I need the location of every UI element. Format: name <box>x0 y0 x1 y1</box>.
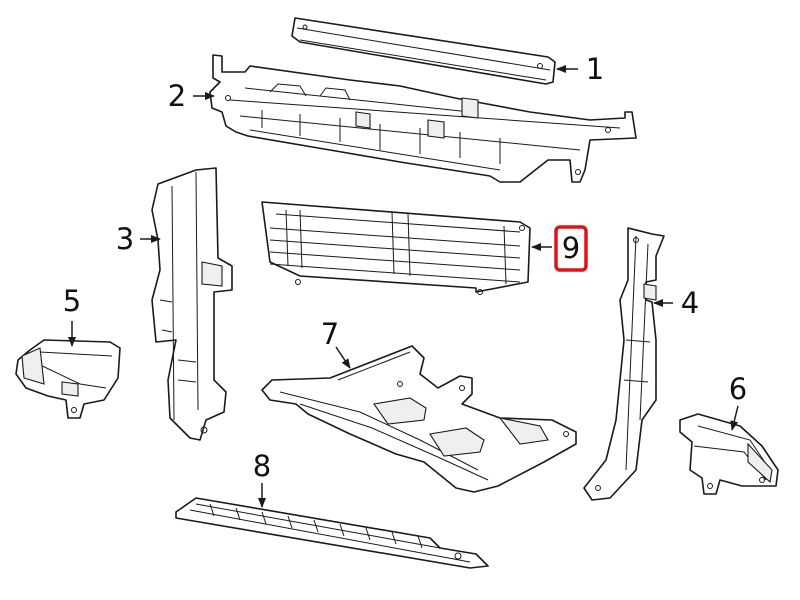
callout-1[interactable]: 1 <box>586 52 604 86</box>
callout-5[interactable]: 5 <box>63 284 81 318</box>
part-3-left-deflector[interactable] <box>151 167 233 441</box>
part-6-right-duct[interactable] <box>679 413 779 495</box>
leader-lines <box>68 65 739 508</box>
callout-8[interactable]: 8 <box>253 449 271 483</box>
callout-7[interactable]: 7 <box>321 317 339 351</box>
part-8-lower-deflector[interactable] <box>175 497 489 569</box>
part-9-shutter-panel[interactable] <box>261 201 531 295</box>
callout-9[interactable]: 9 <box>562 231 580 265</box>
callout-3[interactable]: 3 <box>116 222 134 256</box>
callout-6[interactable]: 6 <box>729 372 747 406</box>
part-2-upper-bracket[interactable] <box>209 54 637 183</box>
leader-7 <box>335 346 351 369</box>
part-4-right-deflector[interactable] <box>583 227 665 501</box>
highlight-box-callout-9 <box>554 225 588 272</box>
part-7-belly-pan[interactable] <box>261 345 577 493</box>
callout-2[interactable]: 2 <box>168 79 186 113</box>
leader-6 <box>730 405 739 431</box>
part-1-upper-rail[interactable] <box>291 17 556 85</box>
callout-labels: 1 2 3 4 5 6 7 8 9 <box>63 52 747 483</box>
callout-4[interactable]: 4 <box>681 286 699 320</box>
part-5-left-duct[interactable] <box>15 339 121 419</box>
